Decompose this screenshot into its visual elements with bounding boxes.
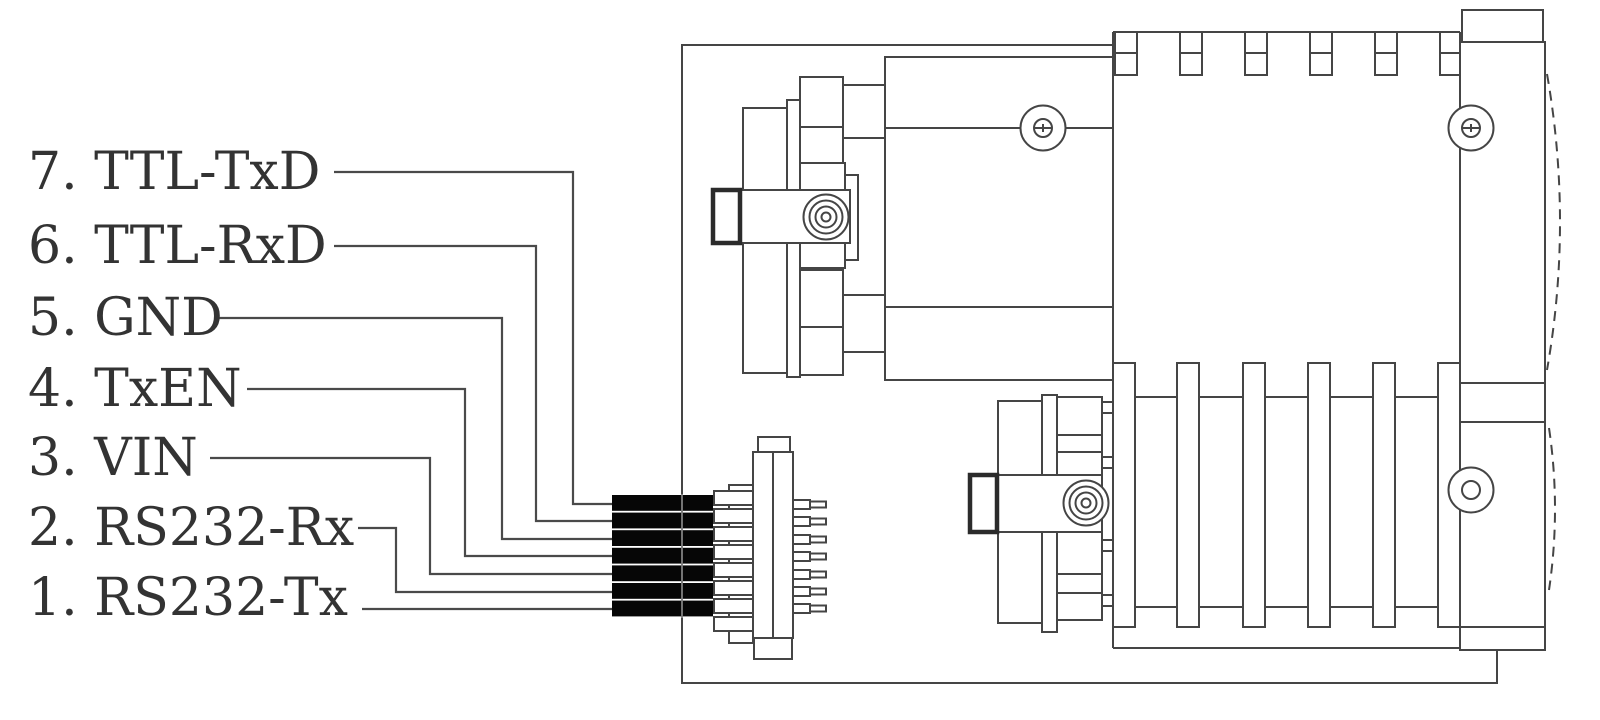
lens-arc-bottom xyxy=(1548,427,1556,591)
pcb-board-outline xyxy=(681,44,1498,684)
pin-label-5: 5. GND xyxy=(28,288,223,348)
leader-line-7 xyxy=(334,170,612,506)
wire-bundle xyxy=(612,494,713,618)
pin-label-7: 7. TTL-TxD xyxy=(28,142,320,202)
torx-screw-upper xyxy=(802,193,850,241)
pan-screw-top xyxy=(1019,104,1067,152)
leader-line-6 xyxy=(334,244,612,523)
lens-arc-top xyxy=(1546,73,1561,371)
torx-screw-lower xyxy=(1062,479,1110,527)
connector-pins xyxy=(792,499,827,614)
fin-webs xyxy=(1135,396,1438,608)
connector xyxy=(713,436,827,660)
upper-bracket-assembly xyxy=(710,76,886,378)
upper-bracket-cap xyxy=(710,187,743,246)
pin-label-4: 4. TxEN xyxy=(28,359,242,419)
pan-screw-panel-top xyxy=(1447,104,1495,152)
heatsink-fins xyxy=(1112,362,1461,628)
pan-screw-panel-bottom xyxy=(1447,466,1495,514)
pin-label-1: 1. RS232-Tx xyxy=(28,568,348,628)
leader-line-3 xyxy=(210,456,612,576)
leader-lines xyxy=(210,170,612,611)
main-module-block xyxy=(884,56,1114,381)
castellation-slots xyxy=(1114,32,1461,76)
pin-label-6: 6. TTL-RxD xyxy=(28,216,327,276)
lower-bracket-cap xyxy=(967,472,1000,535)
leader-line-4 xyxy=(247,387,612,558)
pin-label-2: 2. RS232-Rx xyxy=(28,498,354,558)
lower-bracket-assembly xyxy=(967,394,1114,633)
pin-labels: 7. TTL-TxD 6. TTL-RxD 5. GND 4. TxEN 3. … xyxy=(28,142,354,628)
leader-line-2 xyxy=(358,526,612,594)
leader-line-5 xyxy=(218,316,612,541)
castellated-top-block xyxy=(1112,31,1461,649)
lens-panel xyxy=(1447,9,1561,651)
pin-label-3: 3. VIN xyxy=(28,428,198,488)
